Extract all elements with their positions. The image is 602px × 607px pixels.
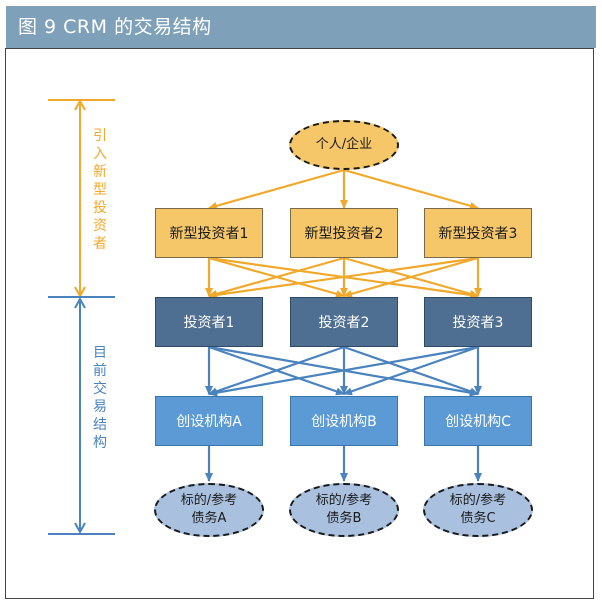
- node-debt-c-line1: 标的/参考: [449, 493, 507, 508]
- arrows-new-investors-to-investors: [205, 256, 482, 299]
- arrows-platforms-to-debts: [205, 446, 482, 482]
- figure-title: 图 9 CRM 的交易结构: [18, 16, 212, 38]
- node-debt-b-line2: 债务B: [326, 511, 362, 526]
- node-investor-3: 投资者3: [424, 297, 532, 347]
- node-new-investor-3: 新型投资者3: [424, 208, 532, 258]
- arrows-entity-to-new-investors: [208, 168, 479, 210]
- node-debt-a: 标的/参考 债务A: [154, 483, 264, 537]
- node-individual-enterprise: 个人/企业: [289, 120, 399, 170]
- node-platform-a: 创设机构A: [155, 396, 263, 446]
- node-debt-b-line1: 标的/参考: [315, 493, 373, 508]
- node-new-investor-1: 新型投资者1: [155, 208, 263, 258]
- node-debt-b: 标的/参考 债务B: [289, 483, 399, 537]
- node-debt-a-line2: 债务A: [191, 511, 227, 526]
- node-debt-c-line2: 债务C: [460, 511, 496, 526]
- side-label-current-structure: 目 前 交 易 结 构: [93, 345, 107, 451]
- node-platform-b: 创设机构B: [290, 396, 398, 446]
- node-platform-c: 创设机构C: [424, 396, 532, 446]
- figure-header: 图 9 CRM 的交易结构: [6, 6, 596, 48]
- node-individual-enterprise-label: 个人/企业: [315, 137, 373, 152]
- node-investor-1: 投资者1: [155, 297, 263, 347]
- node-new-investor-2: 新型投资者2: [290, 208, 398, 258]
- arrows-investors-to-platforms: [205, 345, 482, 397]
- node-investor-2: 投资者2: [290, 297, 398, 347]
- node-debt-c: 标的/参考 债务C: [423, 483, 533, 537]
- bracket-current-structure: [48, 296, 115, 535]
- node-debt-a-line1: 标的/参考: [180, 493, 238, 508]
- side-label-new-investors: 引 入 新 型 投 资 者: [93, 128, 107, 252]
